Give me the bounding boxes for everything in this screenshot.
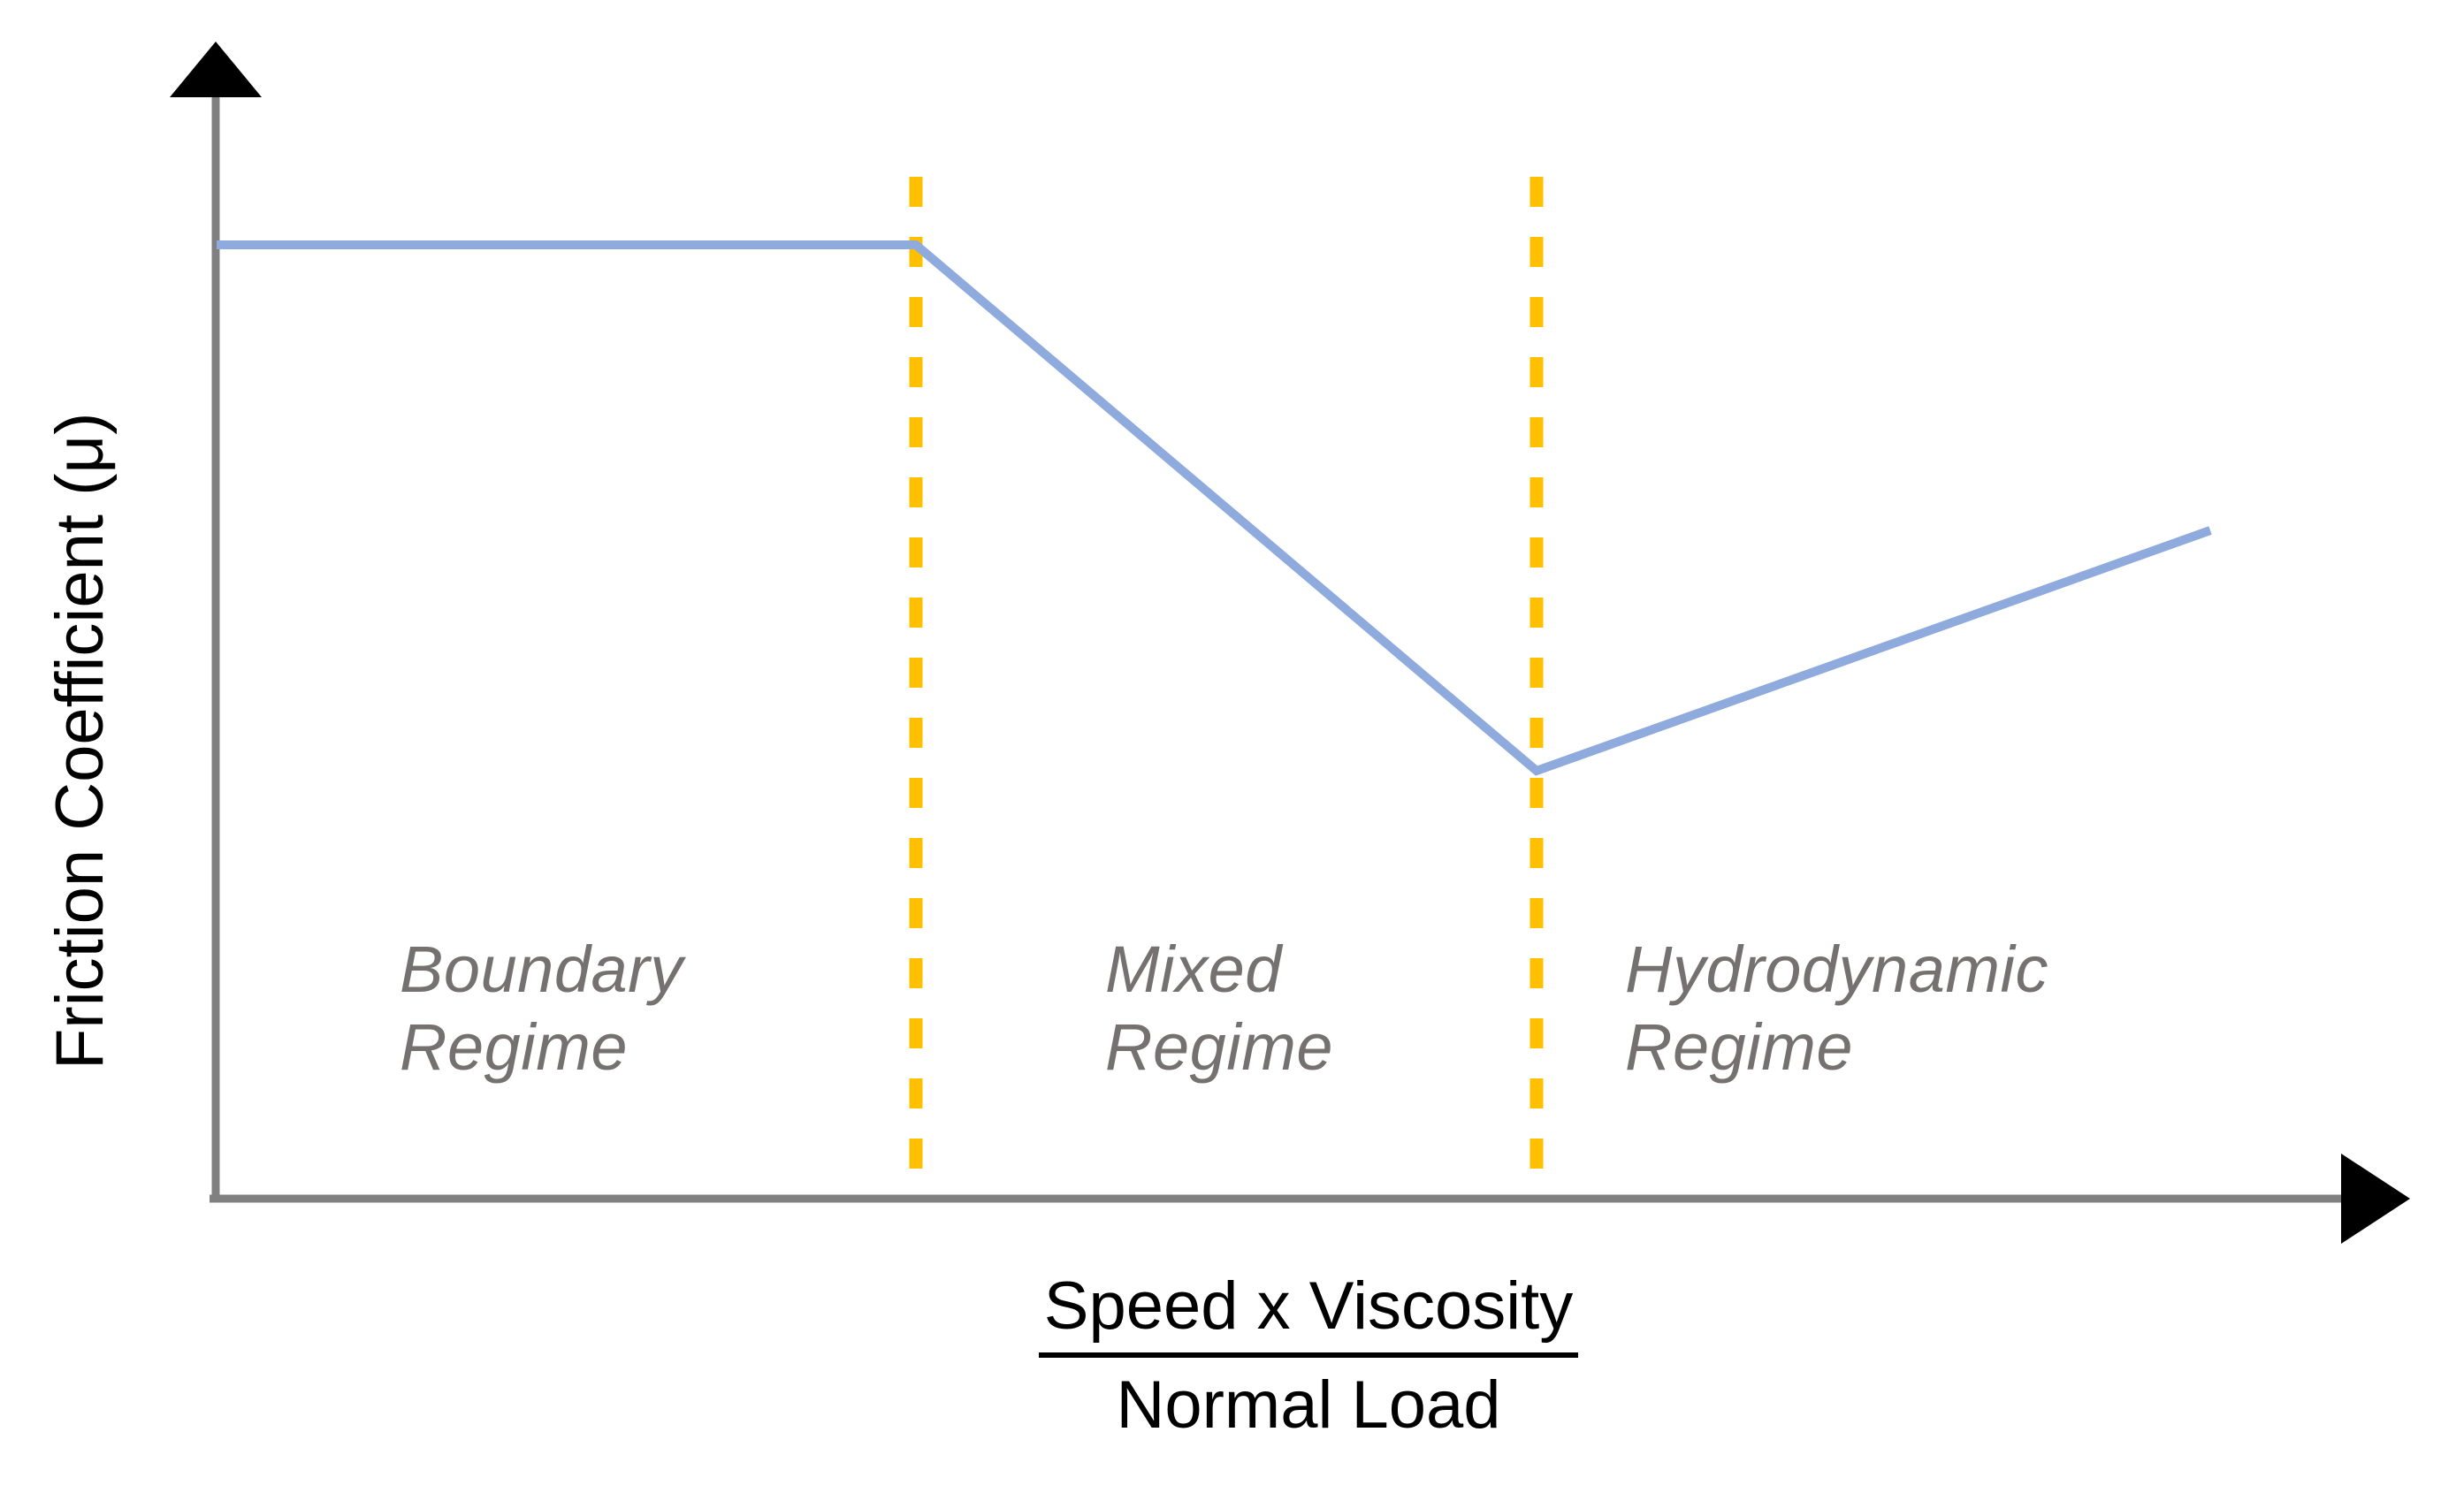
regime-label-hydrodynamic: Hydrodynamic Regime	[1625, 933, 2048, 1084]
regime-label-mixed: Mixed Regime	[1105, 933, 1333, 1084]
x-axis-arrow-icon	[2341, 1154, 2410, 1244]
y-axis-title: Friction Coefficient (μ)	[42, 412, 118, 1070]
regime-label-boundary: Boundary Regime	[400, 933, 683, 1084]
y-axis-arrow-icon	[170, 42, 262, 97]
x-axis-title-denominator: Normal Load	[1116, 1367, 1501, 1443]
x-axis-title: Speed x Viscosity Normal Load	[999, 1264, 1618, 1448]
x-axis-title-numerator: Speed x Viscosity	[1038, 1264, 1579, 1358]
stribeck-curve-line	[217, 240, 2212, 776]
